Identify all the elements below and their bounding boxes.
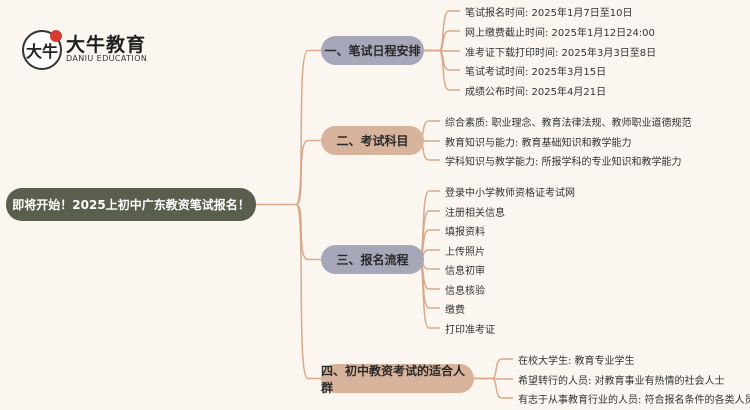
leaf-process-2: 注册相关信息: [445, 208, 505, 219]
leaf-audience-3: 有志于从事教育行业的人员: 符合报名条件的各类人员: [518, 395, 750, 406]
logo-badge-icon: 大牛: [22, 30, 62, 70]
logo-text-en: DANIU EDUCATION: [66, 54, 148, 63]
branch-subjects: 二、考试科目: [321, 126, 424, 155]
branch-connector-2: [295, 139, 321, 206]
logo: 大牛 大牛教育 DANIU EDUCATION: [22, 28, 162, 72]
leaf-schedule-1: 笔试报名时间: 2025年1月7日至10日: [465, 8, 633, 19]
leaf-subject-2: 教育知识与能力: 教育基础知识和教学能力: [445, 138, 632, 149]
branch-connector-4: [295, 203, 321, 380]
leaf-process-7: 缴费: [445, 305, 465, 316]
leaf-schedule-4: 笔试考试时间: 2025年3月15日: [465, 67, 607, 78]
leaf-connector-1-5: [424, 49, 460, 91]
leaf-process-4: 上传照片: [445, 247, 485, 258]
leaf-schedule-2: 网上缴费截止时间: 2025年1月12日24:00: [465, 28, 655, 39]
branch-schedule: 一、笔试日程安排: [321, 36, 424, 65]
leaf-schedule-5: 成绩公布时间: 2025年4月21日: [465, 87, 607, 98]
leaf-process-3: 填报资料: [445, 227, 485, 238]
branch-connector-3: [295, 203, 321, 261]
branch-connector-1: [295, 49, 321, 206]
leaf-process-8: 打印准考证: [445, 325, 495, 336]
leaf-process-5: 信息初审: [445, 266, 485, 277]
root-node: 即将开始！2025上初中广东教资笔试报名！: [6, 188, 256, 221]
branch-process: 三、报名流程: [321, 245, 424, 274]
leaf-connector-4-3: [474, 377, 513, 399]
branch-audience: 四、初中教资考试的适合人群: [321, 364, 474, 395]
leaf-process-6: 信息核验: [445, 286, 485, 297]
leaf-subject-1: 综合素质: 职业理念、教育法律法规、教师职业道德规范: [445, 118, 692, 129]
leaf-schedule-3: 准考证下载打印时间: 2025年3月3日至8日: [465, 48, 657, 59]
leaf-process-1: 登录中小学教师资格证考试网: [445, 188, 575, 199]
leaf-subject-3: 学科知识与教学能力: 所报学科的专业知识和教学能力: [445, 157, 682, 168]
logo-text-cn: 大牛教育: [66, 34, 147, 56]
leaf-audience-1: 在校大学生: 教育专业学生: [518, 356, 635, 367]
leaf-connector-3-8: [418, 258, 440, 329]
leaf-connector-4-1: [474, 358, 513, 380]
leaf-audience-2: 希望转行的人员: 对教育事业有热情的社会人士: [518, 376, 725, 387]
